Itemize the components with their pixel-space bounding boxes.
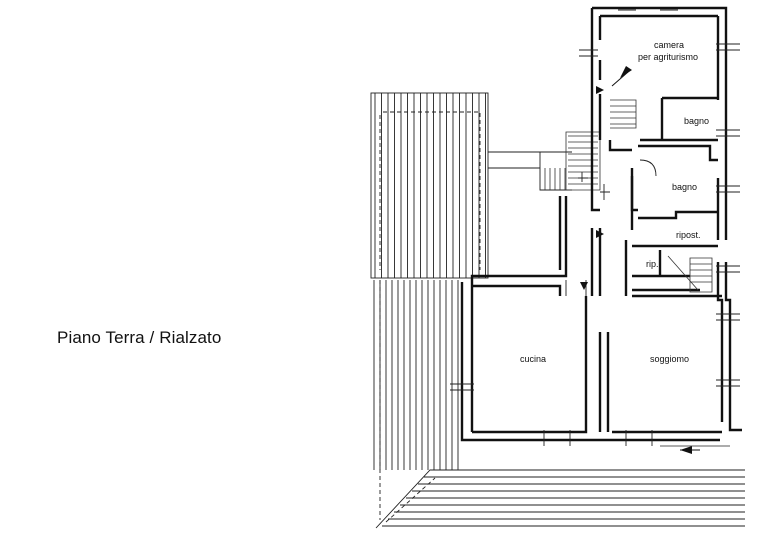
room-labels: camera per agriturismo bagno bagno ripos… bbox=[520, 40, 709, 364]
room-label-soggiorno: soggiomo bbox=[650, 354, 689, 364]
bottom-steps bbox=[375, 469, 745, 529]
room-label-bagno-mid: bagno bbox=[672, 182, 697, 192]
room-label-ripost: ripost. bbox=[676, 230, 701, 240]
interior-stairs bbox=[610, 99, 713, 293]
terrace-left-stripes bbox=[373, 280, 459, 520]
room-label-bagno-top: bagno bbox=[684, 116, 709, 126]
window-marks bbox=[450, 9, 740, 446]
roof-striped-block bbox=[370, 92, 489, 279]
room-label-cucina: cucina bbox=[520, 354, 546, 364]
room-label-camera: camera bbox=[654, 40, 684, 50]
plan-title: Piano Terra / Rialzato bbox=[57, 328, 222, 347]
arrows bbox=[580, 66, 730, 454]
entry-stair bbox=[488, 131, 601, 191]
building-walls bbox=[460, 6, 742, 442]
room-label-rip: rip. bbox=[646, 259, 659, 269]
room-label-camera-sub: per agriturismo bbox=[638, 52, 698, 62]
